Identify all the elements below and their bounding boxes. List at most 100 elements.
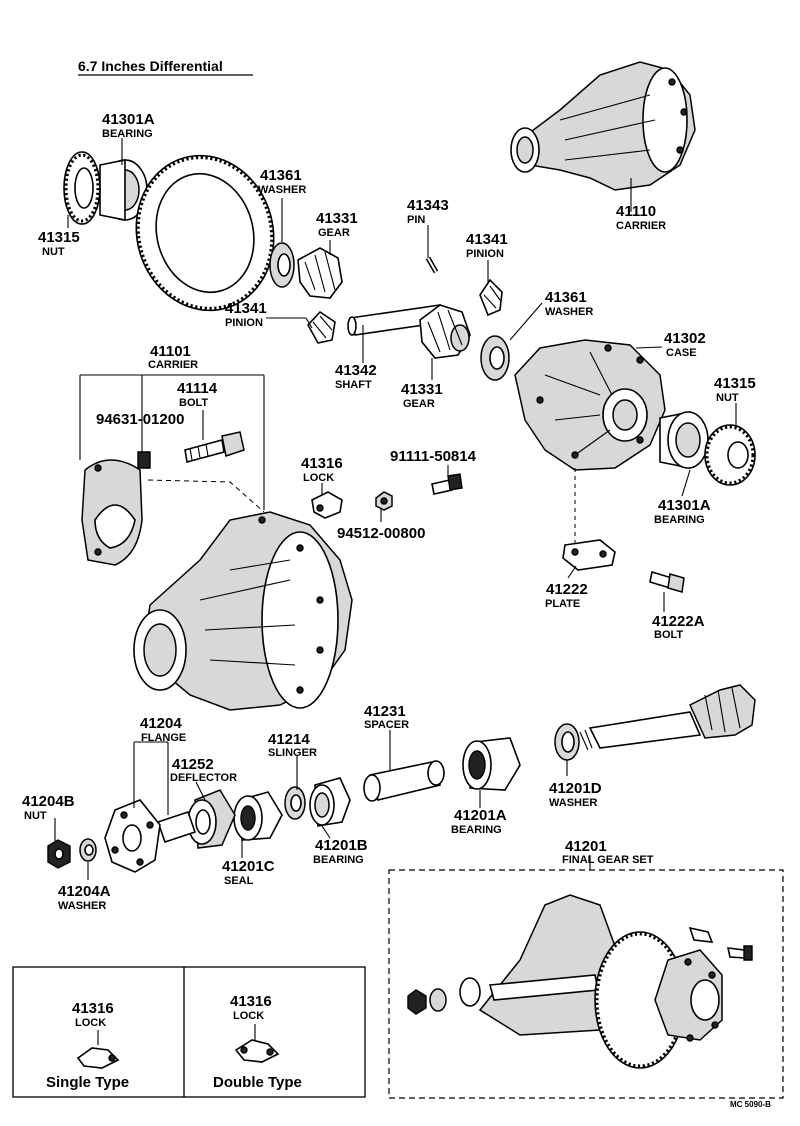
lock-single-name: LOCK xyxy=(75,1017,106,1029)
label-41204b: 41204B NUT xyxy=(22,793,75,822)
lock-single-type: Single Type xyxy=(46,1074,129,1091)
bearing-cap-41101-drawing xyxy=(81,459,143,566)
ring-gear-drawing xyxy=(135,154,275,312)
label-41201b-name: BEARING xyxy=(313,854,364,866)
nut-94512-drawing xyxy=(375,491,393,511)
final-gear-set-drawing xyxy=(407,894,753,1069)
washer-41361-right-drawing xyxy=(480,335,510,381)
label-41214-name: SLINGER xyxy=(268,747,317,759)
label-41110-number: 41110 xyxy=(616,203,656,220)
bearing-41201b-drawing xyxy=(309,777,351,827)
reference-code: MC 5090-B xyxy=(730,1100,771,1109)
label-41342: 41342 SHAFT xyxy=(335,362,377,391)
label-41331-bottom: 41331 GEAR xyxy=(401,381,443,410)
label-41114-name: BOLT xyxy=(179,397,208,409)
label-41361-top: 41361 WASHER xyxy=(258,167,306,196)
lock-single-label: 41316 LOCK Single Type xyxy=(46,1000,129,1091)
label-41315-left-number: 41315 xyxy=(38,229,80,246)
label-41343-name: PIN xyxy=(407,214,425,226)
bolt-41222a-drawing xyxy=(649,570,685,593)
label-41342-number: 41342 xyxy=(335,362,377,379)
label-41114: 41114 BOLT xyxy=(177,380,218,409)
bolt-41114-drawing xyxy=(184,431,245,464)
bolt-91111-drawing xyxy=(431,473,463,495)
seal-41201c-drawing xyxy=(233,791,283,841)
lock-double-name: LOCK xyxy=(233,1010,264,1022)
label-41341-right: 41341 PINION xyxy=(466,231,508,260)
slinger-41214-drawing xyxy=(284,786,306,820)
lock-double-number: 41316 xyxy=(230,993,272,1010)
label-41110: 41110 CARRIER xyxy=(616,203,666,232)
label-41361-right-name: WASHER xyxy=(545,306,593,318)
bearing-41201a-bottom-drawing xyxy=(462,737,521,791)
nut-41315-left-drawing xyxy=(63,151,101,225)
leader-lines xyxy=(54,138,737,1045)
label-41231: 41231 SPACER xyxy=(364,703,409,731)
diagram-title: 6.7 Inches Differential xyxy=(78,58,223,74)
label-41331-bottom-name: GEAR xyxy=(403,398,435,410)
label-94631-01200: 94631-01200 xyxy=(96,411,184,428)
label-41301a-right-number: 41301A xyxy=(658,497,711,514)
label-41101-number: 41101 xyxy=(150,343,191,360)
washer-41204a-drawing xyxy=(79,838,97,862)
label-41231-number: 41231 xyxy=(364,703,406,720)
label-41316-main-name: LOCK xyxy=(303,472,334,484)
label-41214: 41214 SLINGER xyxy=(268,731,317,759)
label-41222a: 41222A BOLT xyxy=(652,613,705,641)
final-gear-set-box xyxy=(388,869,784,1099)
label-41315-right-number: 41315 xyxy=(714,375,756,392)
label-41301a-right-name: BEARING xyxy=(654,514,705,526)
label-41201b-number: 41201B xyxy=(315,837,368,854)
label-41341-right-number: 41341 xyxy=(466,231,508,248)
label-41342-name: SHAFT xyxy=(335,379,372,391)
label-41343-number: 41343 xyxy=(407,197,449,214)
label-41201c-number: 41201C xyxy=(222,858,275,875)
label-41341-left-name: PINION xyxy=(225,317,263,329)
label-41331-top: 41331 GEAR xyxy=(316,210,358,239)
washer-41361-top-drawing xyxy=(269,242,295,288)
label-41361-right-number: 41361 xyxy=(545,289,587,306)
label-41302-number: 41302 xyxy=(664,330,706,347)
label-41201-name: FINAL GEAR SET xyxy=(562,854,654,866)
label-91111-50814: 91111-50814 xyxy=(390,448,477,465)
lock-41316-drawing xyxy=(311,491,343,519)
label-41204a: 41204A WASHER xyxy=(58,883,111,912)
label-41201-number: 41201 xyxy=(565,838,607,855)
bearing-41301a-right-drawing xyxy=(659,411,709,469)
label-41315-right-name: NUT xyxy=(716,392,739,404)
label-41301a-top-number: 41301A xyxy=(102,111,155,128)
label-41201a-bottom: 41201A BEARING xyxy=(451,807,507,836)
label-41315-left: 41315 NUT xyxy=(38,229,80,258)
carrier-housing-main-drawing xyxy=(133,511,353,711)
drive-pinion-drawing xyxy=(579,684,756,751)
label-41201d-name: WASHER xyxy=(549,797,597,809)
washer-41201d-drawing xyxy=(554,723,580,761)
label-41201d: 41201D WASHER xyxy=(549,780,602,809)
label-41341-right-name: PINION xyxy=(466,248,504,260)
pinion-41341-right-drawing xyxy=(479,278,503,317)
label-41114-number: 41114 xyxy=(177,380,218,397)
deflector-41252-drawing xyxy=(187,789,236,849)
carrier-housing-top-drawing xyxy=(510,61,696,191)
label-41101: 41101 CARRIER xyxy=(148,343,198,371)
spacer-41231-drawing xyxy=(363,760,445,802)
label-41204b-number: 41204B xyxy=(22,793,75,810)
label-41204-number: 41204 xyxy=(140,715,182,732)
label-41301a-right: 41301A BEARING xyxy=(654,497,711,526)
label-41222: 41222 PLATE xyxy=(545,581,588,610)
label-41214-number: 41214 xyxy=(268,731,310,748)
label-41101-name: CARRIER xyxy=(148,359,198,371)
label-41231-name: SPACER xyxy=(364,719,409,731)
label-41204: 41204 FLANGE xyxy=(140,715,186,744)
label-41331-top-number: 41331 xyxy=(316,210,358,227)
label-41341-left: 41341 PINION xyxy=(225,300,267,329)
label-41315-right: 41315 NUT xyxy=(714,375,756,404)
label-41204b-name: NUT xyxy=(24,810,47,822)
label-41204a-number: 41204A xyxy=(58,883,111,900)
label-41341-left-number: 41341 xyxy=(225,300,267,317)
label-41110-name: CARRIER xyxy=(616,220,666,232)
label-41315-left-name: NUT xyxy=(42,246,65,258)
label-41222a-name: BOLT xyxy=(654,629,683,641)
lock-type-box xyxy=(12,966,366,1098)
